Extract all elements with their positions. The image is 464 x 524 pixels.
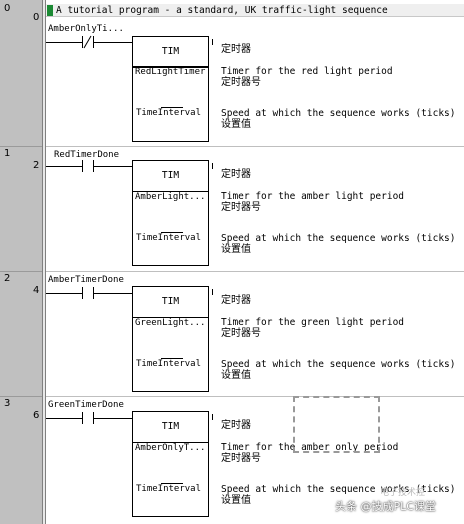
operand1-comment-cn: 定时器号: [221, 453, 261, 464]
rung-comment-bar[interactable]: A tutorial program - a standard, UK traf…: [46, 4, 464, 17]
timer-block[interactable]: TIM AmberOnlyT... TimeInterval: [132, 411, 209, 517]
rung-step: 0: [33, 12, 40, 23]
rung-wire: [94, 418, 132, 419]
rung-divider: [46, 396, 464, 397]
operand1-comment-cn: 定时器号: [221, 328, 261, 339]
rung-wire: [94, 293, 132, 294]
operand2-comment: Speed at which the sequence works (ticks…: [221, 359, 456, 370]
gutter-separator: [0, 396, 42, 397]
operand2-comment-cn: 设置值: [221, 370, 251, 381]
instruction-label: 定时器: [221, 44, 251, 55]
operand-overline: [161, 232, 183, 233]
timer-number-operand: AmberOnlyT...: [135, 443, 206, 453]
rung-wire: [46, 418, 82, 419]
operand1-comment: Timer for the amber only period: [221, 442, 399, 453]
instruction-label: 定时器: [221, 295, 251, 306]
rung-index: 2: [4, 273, 11, 284]
output-terminal: [212, 414, 213, 420]
timer-number-operand: AmberLight...: [135, 192, 206, 202]
watermark: 头条 @技成PLC课堂: [335, 500, 436, 513]
normally-open-contact[interactable]: [82, 412, 94, 424]
rung-index: 1: [4, 148, 11, 159]
selection-cursor[interactable]: [293, 396, 380, 453]
rung-index: 3: [4, 398, 11, 409]
comment-marker: [47, 5, 53, 16]
timer-block[interactable]: TIM AmberLight... TimeInterval: [132, 160, 209, 266]
operand2-comment: Speed at which the sequence works (ticks…: [221, 233, 456, 244]
rung-divider: [46, 271, 464, 272]
operand1-comment: Timer for the red light period: [221, 66, 393, 77]
rung-step: 4: [33, 285, 40, 296]
operand1-comment-cn: 定时器号: [221, 77, 261, 88]
set-value-operand: TimeInterval: [136, 484, 202, 494]
normally-open-contact[interactable]: [82, 160, 94, 172]
rung-wire: [94, 166, 132, 167]
output-terminal: [212, 39, 213, 45]
operand-overline: [161, 107, 183, 108]
rung-wire: [46, 166, 82, 167]
operand2-comment: Speed at which the sequence works (ticks…: [221, 484, 456, 495]
gutter-separator: [0, 146, 42, 147]
timer-block[interactable]: TIM GreenLight... TimeInterval: [132, 286, 209, 392]
rung-divider: [46, 146, 464, 147]
rung-number-gutter: 0 0 1 2 2 4 3 6: [0, 0, 42, 524]
rung-index: 0: [4, 3, 11, 14]
set-value-operand: TimeInterval: [136, 233, 202, 243]
operand2-comment: Speed at which the sequence works (ticks…: [221, 108, 456, 119]
timer-block[interactable]: TIM RedLightTimer TimeInterval: [132, 36, 209, 142]
rung-step: 6: [33, 410, 40, 421]
timer-number-operand: GreenLight...: [135, 318, 206, 328]
operand1-comment-cn: 定时器号: [221, 202, 261, 213]
output-terminal: [212, 289, 213, 295]
contact-label: RedTimerDone: [54, 150, 120, 160]
left-power-rail: [42, 0, 46, 524]
contact-label: AmberOnlyTi...: [48, 24, 124, 34]
contact-label: AmberTimerDone: [48, 275, 124, 285]
instruction-label: 定时器: [221, 420, 251, 431]
set-value-operand: TimeInterval: [136, 108, 202, 118]
watermark-faint: 电子技术控: [380, 488, 426, 498]
timer-number-operand: RedLightTimer: [135, 67, 206, 77]
operand2-comment-cn: 设置值: [221, 119, 251, 130]
rung-step: 2: [33, 160, 40, 171]
rung-wire: [46, 293, 82, 294]
rung-comment-text: A tutorial program - a standard, UK traf…: [56, 5, 388, 16]
timer-instruction-name: TIM: [133, 37, 208, 68]
contact-label: GreenTimerDone: [48, 400, 124, 410]
timer-instruction-name: TIM: [133, 287, 208, 318]
output-terminal: [212, 163, 213, 169]
set-value-operand: TimeInterval: [136, 359, 202, 369]
instruction-label: 定时器: [221, 169, 251, 180]
operand2-comment-cn: 设置值: [221, 244, 251, 255]
operand-overline: [161, 358, 183, 359]
operand1-comment: Timer for the amber light period: [221, 191, 405, 202]
timer-instruction-name: TIM: [133, 412, 208, 443]
operand-overline: [161, 483, 183, 484]
operand1-comment: Timer for the green light period: [221, 317, 405, 328]
gutter-separator: [0, 271, 42, 272]
rung-wire: [94, 42, 132, 43]
normally-closed-contact[interactable]: [82, 35, 94, 49]
timer-instruction-name: TIM: [133, 161, 208, 192]
operand2-comment-cn: 设置值: [221, 495, 251, 506]
normally-open-contact[interactable]: [82, 287, 94, 299]
rung-wire: [46, 42, 82, 43]
timer-block-divider: [132, 66, 209, 67]
